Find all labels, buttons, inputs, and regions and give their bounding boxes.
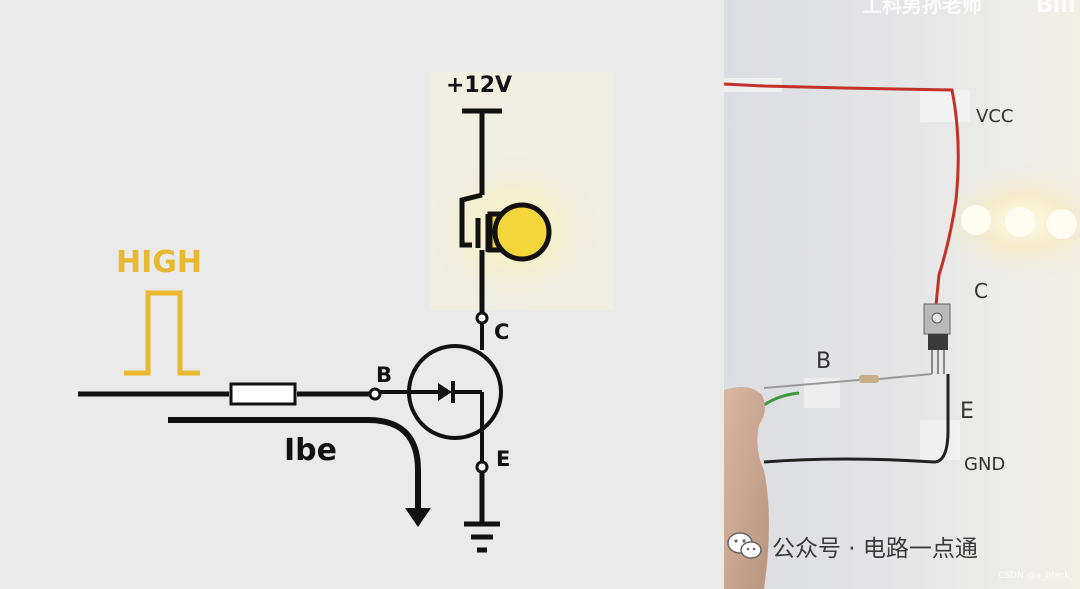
top-watermark-logo: Bili — [1036, 0, 1075, 18]
wechat-icon — [727, 532, 762, 559]
bulb-globe — [492, 202, 552, 262]
circuit-diagram-panel: +12V HIGH B C E Ibe — [78, 73, 605, 553]
led-1 — [961, 205, 991, 235]
vcc-red-wire — [724, 82, 960, 306]
base-lead-wire — [763, 379, 860, 389]
ibe-current-path — [168, 417, 421, 512]
collector-label: C — [494, 320, 509, 344]
wechat-account-name: 公众号 · 电路一点通 — [772, 536, 978, 562]
resistor-to-transistor-wire — [878, 373, 933, 380]
circuit-diagram: +12V HIGH B C E Ibe — [78, 73, 605, 553]
emitter-terminal — [475, 460, 489, 474]
base-resistor — [229, 382, 297, 406]
gnd-black-wire — [763, 457, 935, 464]
ibe-arrow-head-icon — [405, 508, 431, 527]
collector-terminal — [475, 311, 489, 325]
wechat-watermark: 公众号 · 电路一点通 — [726, 528, 1046, 564]
bulb-lead-left — [459, 192, 483, 248]
led-2 — [1005, 207, 1035, 237]
diode-triangle — [438, 383, 452, 401]
top-watermark-text: 工科男孙老师 — [862, 0, 982, 17]
photo-label-e: E — [960, 399, 974, 424]
base-terminal — [368, 387, 382, 401]
photo-resistor — [859, 375, 879, 383]
photo-label-vcc: VCC — [976, 106, 1013, 127]
breadboard-photo-panel: VCC C B E GND 工科男孙老师 Bili — [724, 0, 1080, 589]
photo-label-b: B — [816, 349, 831, 374]
tape-vcc — [920, 90, 970, 122]
emitter-label: E — [496, 447, 510, 471]
csdn-credit: CSDN @a_black_ — [998, 571, 1074, 581]
supply-label: +12V — [446, 73, 512, 98]
led-strip-glow — [929, 162, 1080, 282]
high-pulse-icon — [124, 290, 200, 376]
photo-label-c: C — [974, 279, 988, 303]
photo-label-gnd: GND — [964, 454, 1005, 475]
transistor-hole — [931, 312, 943, 324]
current-label: Ibe — [284, 433, 337, 468]
led-3 — [1047, 209, 1077, 239]
signal-label: HIGH — [116, 245, 202, 280]
emitter-black-wire — [933, 374, 950, 464]
green-signal-wire — [763, 391, 800, 407]
transistor-body-photo — [928, 334, 948, 350]
tape-gnd — [920, 420, 960, 460]
breadboard-photo: VCC C B E GND 工科男孙老师 Bili — [724, 0, 1080, 589]
base-label: B — [376, 363, 392, 387]
